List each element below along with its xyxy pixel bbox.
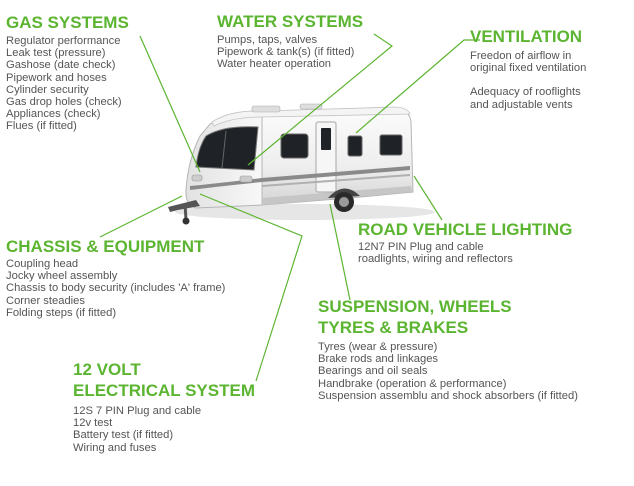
list-item: Battery test (if fitted): [73, 429, 174, 442]
list-item: Leak test (pressure): [6, 47, 106, 60]
list-item: original fixed ventilation: [470, 62, 587, 75]
list-item: Tyres (wear & pressure): [318, 341, 438, 353]
list-item: Gas drop holes (check): [6, 96, 122, 109]
gas-systems-heading: GAS SYSTEMS: [6, 13, 129, 32]
list-item: 12S 7 PIN Plug and cable: [73, 405, 202, 417]
leader-electrical: [199, 193, 303, 382]
suspension-section: SUSPENSION, WHEELS TYRES & BRAKES Tyres …: [318, 296, 578, 402]
roof-vent: [251, 105, 281, 113]
list-item: Water heater operation: [217, 58, 332, 71]
ventilation-section: VENTILATION Freedon of airflow in origin…: [470, 26, 586, 111]
list-item: Regulator performance: [6, 35, 121, 47]
list-item: 12v test: [73, 417, 113, 430]
suspension-heading-line-1: SUSPENSION, WHEELS: [318, 297, 512, 316]
side-window: [379, 134, 403, 156]
list-item: Gashose (date check): [6, 59, 116, 72]
list-item: Jocky wheel assembly: [6, 270, 118, 283]
list-item: Suspension assemblu and shock absorbers …: [318, 389, 578, 402]
list-item: Adequacy of rooflights: [470, 86, 581, 99]
suspension-list: Tyres (wear & pressure) Brake rods and l…: [318, 341, 578, 402]
side-window: [347, 135, 363, 157]
chassis-equipment-heading: CHASSIS & EQUIPMENT: [6, 237, 205, 256]
suspension-heading: SUSPENSION, WHEELS TYRES & BRAKES: [318, 296, 578, 338]
leader-ventilation: [355, 39, 480, 134]
list-item: Bearings and oil seals: [318, 365, 428, 378]
leader-gas: [139, 35, 201, 173]
leader-suspension: [329, 203, 351, 301]
front-window: [195, 126, 259, 171]
suspension-heading-line-2: TYRES & BRAKES: [318, 318, 469, 337]
jockey-wheel: [182, 217, 190, 225]
ventilation-heading: VENTILATION: [470, 27, 583, 46]
road-vehicle-lighting-heading: ROAD VEHICLE LIGHTING: [358, 220, 573, 239]
ground-shadow: [175, 204, 435, 220]
leader-line-group: [99, 33, 480, 382]
electrical-heading-line-2: ELECTRICAL SYSTEM: [73, 381, 255, 400]
list-item: Cylinder security: [6, 83, 89, 96]
electrical-system-section: 12 VOLT ELECTRICAL SYSTEM 12S 7 PIN Plug…: [73, 359, 255, 454]
list-item: roadlights, wiring and reflectors: [358, 253, 513, 266]
gas-systems-section: GAS SYSTEMS Regulator performance Leak t…: [6, 12, 129, 133]
list-item: Pipework & tank(s) (if fitted): [217, 46, 355, 59]
leader-water: [247, 33, 394, 166]
side-window: [280, 133, 309, 159]
list-item: Freedon of airflow in: [470, 50, 572, 62]
list-item: Pumps, taps, valves: [217, 34, 318, 46]
list-item: and adjustable vents: [470, 98, 573, 111]
gas-systems-list: Regulator performance Leak test (pressur…: [6, 35, 129, 133]
electrical-system-list: 12S 7 PIN Plug and cable 12v test Batter…: [73, 405, 255, 454]
list-item: Handbrake (operation & performance): [318, 377, 507, 390]
list-item: Chassis to body security (includes 'A' f…: [6, 282, 226, 295]
electrical-system-heading: 12 VOLT ELECTRICAL SYSTEM: [73, 359, 255, 401]
ventilation-list: Freedon of airflow in original fixed ven…: [470, 50, 586, 111]
list-item: Flues (if fitted): [6, 120, 77, 133]
road-vehicle-lighting-list: 12N7 PIN Plug and cable roadlights, wiri…: [358, 241, 572, 265]
road-vehicle-lighting-section: ROAD VEHICLE LIGHTING 12N7 PIN Plug and …: [358, 219, 572, 265]
leader-chassis: [99, 195, 183, 238]
list-item: Pipework and hoses: [6, 71, 107, 84]
electrical-heading-line-1: 12 VOLT: [73, 360, 141, 379]
chassis-equipment-section: CHASSIS & EQUIPMENT Coupling head Jocky …: [6, 236, 225, 319]
list-item: Coupling head: [6, 258, 79, 270]
list-item: Wiring and fuses: [73, 441, 157, 454]
list-item: 12N7 PIN Plug and cable: [358, 241, 484, 253]
water-systems-list: Pumps, taps, valves Pipework & tank(s) (…: [217, 34, 363, 71]
list-item: Appliances (check): [6, 108, 101, 121]
list-item: Brake rods and linkages: [318, 353, 439, 366]
water-systems-section: WATER SYSTEMS Pumps, taps, valves Pipewo…: [217, 11, 363, 71]
chassis-equipment-list: Coupling head Jocky wheel assembly Chass…: [6, 258, 225, 319]
list-item: Folding steps (if fitted): [6, 306, 117, 319]
water-systems-heading: WATER SYSTEMS: [217, 12, 364, 31]
leader-lighting: [413, 175, 443, 221]
list-item: [470, 74, 586, 86]
list-item: Corner steadies: [6, 294, 85, 307]
